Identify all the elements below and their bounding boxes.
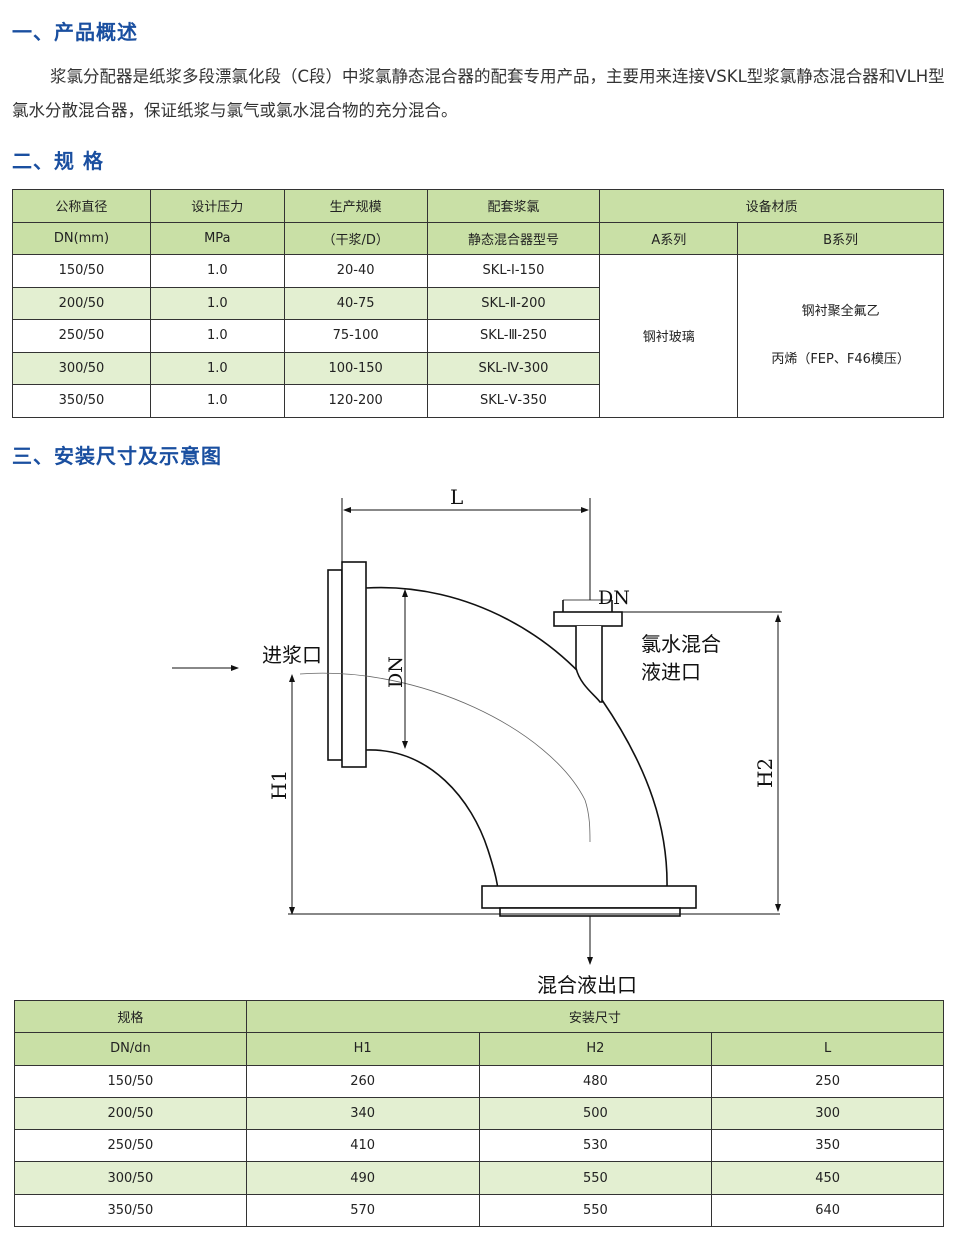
cell-pressure: 1.0 <box>149 384 285 418</box>
cell-dn: 300/50 <box>12 351 151 385</box>
cell-l: 450 <box>711 1161 944 1195</box>
section-title-install: 三、安装尺寸及示意图 <box>12 444 222 468</box>
cell-scale: 20-40 <box>283 254 428 288</box>
header-h1: H1 <box>245 1032 480 1066</box>
label-H1: H1 <box>267 770 291 800</box>
elbow-outer <box>365 586 668 889</box>
cell-pressure: 1.0 <box>149 286 285 320</box>
elbow-inner <box>365 749 500 901</box>
cell-h1: 340 <box>245 1096 480 1131</box>
table-row: 250/50 410 530 350 <box>14 1129 944 1163</box>
spec-table: 公称直径 设计压力 生产规模 配套浆氯 设备材质 DN(mm) MPa （干浆/… <box>12 189 944 418</box>
table-row: 150/50 1.0 20-40 SKL-Ⅰ-150 钢衬玻璃 钢衬聚全氟乙 丙… <box>12 254 944 418</box>
header-l: L <box>711 1032 944 1066</box>
cell-scale: 100-150 <box>283 351 428 385</box>
header-material: 设备材质 <box>599 189 944 223</box>
section-title-overview: 一、产品概述 <box>12 20 138 44</box>
inlet-flange <box>327 569 343 761</box>
header-pressure: 设计压力 <box>149 189 285 223</box>
cell-model: SKL-Ⅲ-250 <box>426 319 601 353</box>
cell-pressure: 1.0 <box>149 351 285 385</box>
cell-h2: 480 <box>478 1064 713 1098</box>
cell-h1: 570 <box>245 1193 480 1228</box>
cell-spec: 150/50 <box>14 1064 247 1098</box>
label-inlet: 进浆口 <box>262 643 322 667</box>
label-DN-main: DN <box>385 656 407 688</box>
cell-h1: 410 <box>245 1129 480 1163</box>
table-row: 350/50 570 550 640 <box>14 1193 944 1228</box>
label-DN-branch: DN <box>598 587 630 609</box>
label-L: L <box>450 485 463 509</box>
header-dn: 公称直径 <box>12 189 151 223</box>
inlet-flange-face <box>341 561 367 768</box>
cell-dn: 200/50 <box>12 286 151 320</box>
cell-model: SKL-Ⅱ-200 <box>426 286 601 320</box>
cell-h1: 490 <box>245 1161 480 1195</box>
cell-h2: 550 <box>478 1193 713 1228</box>
table-row: 300/50 490 550 450 <box>14 1161 944 1195</box>
cell-h1: 260 <box>245 1064 480 1098</box>
header-install: 安装尺寸 <box>245 999 945 1034</box>
table-row: 200/50 340 500 300 <box>14 1096 944 1131</box>
cell-l: 300 <box>711 1096 944 1131</box>
cell-scale: 120-200 <box>283 384 428 418</box>
header-scale-unit: （干浆/D） <box>283 221 428 255</box>
outlet-flange-face <box>499 907 681 917</box>
cell-h2: 500 <box>478 1096 713 1131</box>
table-row: 150/50 260 480 250 <box>14 1064 944 1098</box>
cell-model: SKL-Ⅰ-150 <box>426 254 601 288</box>
header-series-a: A系列 <box>599 221 739 255</box>
material-b-line1: 钢衬聚全氟乙 <box>801 303 880 319</box>
overview-paragraph: 浆氯分配器是纸浆多段漂氯化段（C段）中浆氯静态混合器的配套专用产品，主要用来连接… <box>12 67 945 120</box>
cell-scale: 75-100 <box>283 319 428 353</box>
cell-spec: 250/50 <box>14 1129 247 1163</box>
label-H2: H2 <box>753 758 777 788</box>
cell-dn: 350/50 <box>12 384 151 418</box>
header-mixer-model: 静态混合器型号 <box>426 221 601 255</box>
section-title-spec: 二、规 格 <box>12 149 104 173</box>
header-pressure-unit: MPa <box>149 221 285 255</box>
cell-l: 350 <box>711 1129 944 1163</box>
cell-material-a: 钢衬玻璃 <box>599 254 739 418</box>
cell-l: 250 <box>711 1064 944 1098</box>
cell-scale: 40-75 <box>283 286 428 320</box>
cell-spec: 350/50 <box>14 1193 247 1228</box>
header-scale: 生产规模 <box>283 189 428 223</box>
label-outlet: 混合液出口 <box>537 973 637 997</box>
header-series-b: B系列 <box>737 221 944 255</box>
label-chlorine-1: 氯水混合 <box>641 632 721 656</box>
cell-spec: 300/50 <box>14 1161 247 1195</box>
elbow-diagram: L DN DN 进浆口 氯水混合 液进口 H1 H2 混合液出口 <box>172 485 782 997</box>
cell-pressure: 1.0 <box>149 319 285 353</box>
header-mixer: 配套浆氯 <box>426 189 601 223</box>
cell-l: 640 <box>711 1193 944 1228</box>
header-spec: 规格 <box>14 999 247 1034</box>
label-chlorine-2: 液进口 <box>641 660 701 684</box>
cell-material-b: 钢衬聚全氟乙 丙烯（FEP、F46模压） <box>737 254 944 418</box>
header-dn-unit: DN(mm) <box>12 221 151 255</box>
cell-dn: 150/50 <box>12 254 151 288</box>
cell-h2: 530 <box>478 1129 713 1163</box>
cell-spec: 200/50 <box>14 1096 247 1131</box>
cell-dn: 250/50 <box>12 319 151 353</box>
cell-h2: 550 <box>478 1161 713 1195</box>
branch-flange <box>553 611 623 627</box>
material-b-line2: 丙烯（FEP、F46模压） <box>771 351 910 367</box>
header-spec-unit: DN/dn <box>14 1032 247 1066</box>
cell-model: SKL-Ⅳ-300 <box>426 351 601 385</box>
dims-table: 规格 安装尺寸 DN/dn H1 H2 L 150/50 260 480 250… <box>14 999 945 1228</box>
outlet-flange <box>481 885 697 909</box>
cell-model: SKL-Ⅴ-350 <box>426 384 601 418</box>
cell-pressure: 1.0 <box>149 254 285 288</box>
header-h2: H2 <box>478 1032 713 1066</box>
